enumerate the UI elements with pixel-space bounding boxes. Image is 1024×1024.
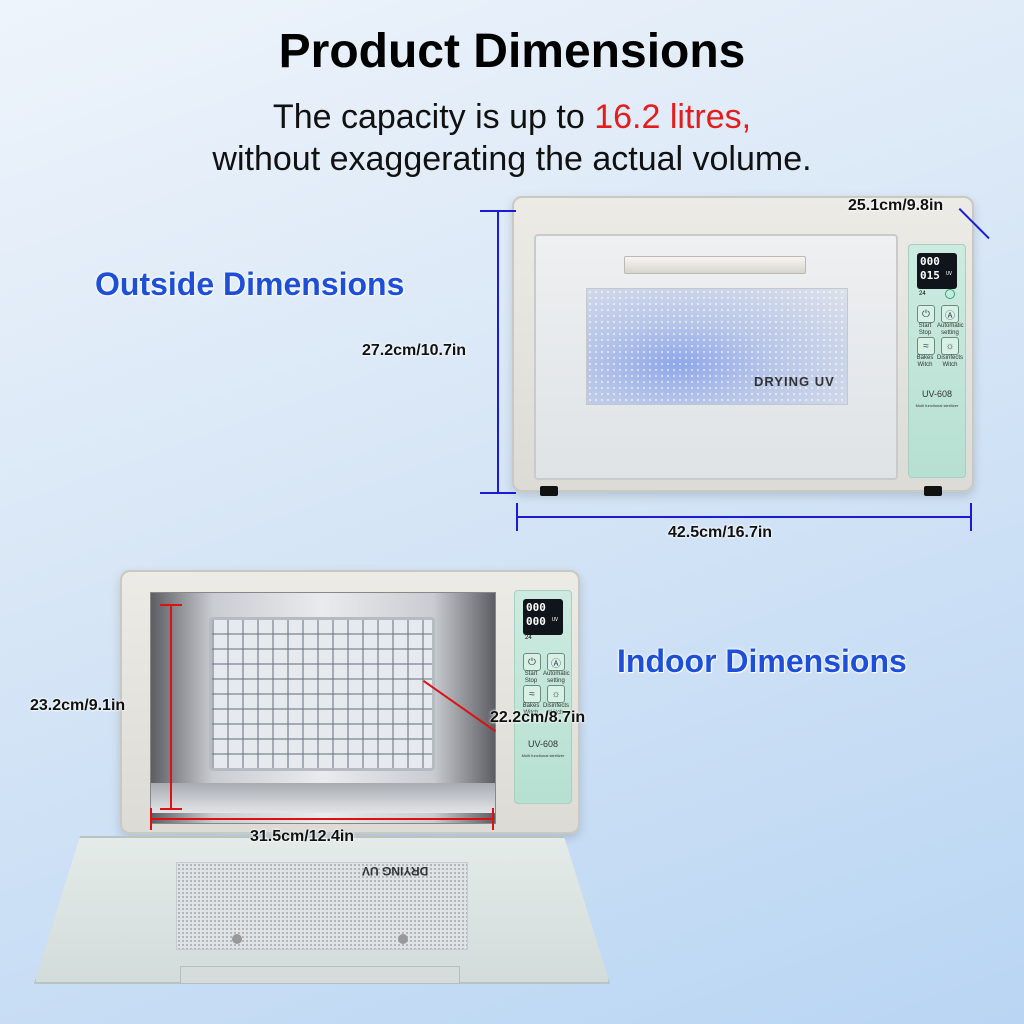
open-bake-button[interactable]: ≈: [523, 685, 541, 703]
open-display-bottom: 000: [526, 615, 546, 628]
display-small-readout: 24: [919, 291, 926, 297]
open-digital-display: 000 000 UV: [523, 599, 563, 635]
open-start-stop-label: Start Stop: [524, 671, 538, 684]
subtitle-text: The capacity is up to: [272, 98, 595, 136]
page-title: Product Dimensions: [278, 25, 746, 78]
indoor-width-label: 31.5cm/12.4in: [250, 828, 355, 845]
left-foot: [540, 486, 558, 496]
control-panel: 000 015 UV 24 ⏻ Ⓐ Start Stop Automatic s…: [908, 244, 966, 478]
door-window: [586, 288, 848, 405]
indoor-height-label: 23.2cm/9.1in: [30, 697, 126, 714]
indoor-height-tick-top: [160, 604, 182, 606]
display-top-readout: 000: [920, 255, 940, 268]
indoor-height-tick-bottom: [160, 808, 182, 810]
sun-icon: ☼: [551, 688, 561, 700]
indoor-width-line: [150, 818, 494, 820]
interior-floor: [151, 783, 495, 813]
outside-height-label: 27.2cm/10.7in: [362, 342, 467, 359]
oven-interior: [150, 592, 496, 824]
outside-dimensions-heading: Outside Dimensions: [95, 266, 405, 302]
outside-height-tick-top: [480, 210, 516, 212]
open-bake-label: Bakes Witch: [522, 703, 540, 716]
door-screw-right: [398, 934, 408, 944]
indoor-width-tick-right: [492, 808, 494, 830]
capacity-highlight: 16.2 litres,: [594, 98, 752, 136]
model-caption: Multi functional sterilizer: [915, 403, 959, 408]
model-label: UV-608: [921, 389, 953, 399]
outside-height-line: [497, 210, 499, 494]
open-model-label: UV-608: [527, 739, 559, 749]
outside-height-tick-bottom: [480, 492, 516, 494]
disinfect-label: Disinfects Witch: [937, 355, 964, 368]
open-model-caption: Multi functional sterilizer: [521, 753, 565, 758]
open-automatic-setting-button[interactable]: Ⓐ: [547, 653, 565, 671]
display-bottom-readout: 015: [920, 269, 940, 282]
outside-width-tick-right: [970, 503, 972, 531]
subtitle: The capacity is up to 16.2 litres, witho…: [0, 96, 1024, 180]
start-stop-button[interactable]: ⏻: [917, 305, 935, 323]
outside-depth-label: 25.1cm/9.8in: [848, 197, 944, 214]
start-stop-label: Start Stop: [918, 323, 932, 336]
door-brand-label-inverted: DRYING UV: [362, 864, 429, 878]
right-foot: [924, 486, 942, 496]
automatic-setting-label: Automatic setting: [937, 323, 964, 336]
door-bottom-lip: [180, 966, 460, 984]
auto-icon: Ⓐ: [551, 658, 561, 670]
disinfect-button[interactable]: ☼: [941, 337, 959, 355]
bake-label: Bakes Witch: [916, 355, 934, 368]
door-brand-label: DRYING UV: [754, 374, 835, 389]
open-door-panel: DRYING UV: [34, 836, 610, 984]
closed-oven-door: DRYING UV: [534, 234, 898, 480]
open-display-top: 000: [526, 601, 546, 614]
open-display-small: 24: [525, 635, 532, 641]
open-automatic-setting-label: Automatic setting: [543, 671, 570, 684]
automatic-setting-button[interactable]: Ⓐ: [941, 305, 959, 323]
door-handle: [624, 256, 806, 274]
indoor-depth-label: 22.2cm/8.7in: [490, 709, 586, 726]
digital-display: 000 015 UV: [917, 253, 957, 289]
door-screw-left: [232, 934, 242, 944]
indoor-dimensions-heading: Indoor Dimensions: [617, 643, 907, 679]
open-start-stop-button[interactable]: ⏻: [523, 653, 541, 671]
power-icon: ⏻: [528, 656, 536, 668]
sun-icon: ☼: [945, 340, 955, 352]
auto-icon: Ⓐ: [945, 310, 955, 322]
power-icon[interactable]: [945, 289, 955, 299]
door-mesh: [176, 862, 468, 950]
heat-icon: ≈: [923, 340, 929, 352]
bake-button[interactable]: ≈: [917, 337, 935, 355]
open-disinfect-label: Disinfects Witch: [543, 703, 570, 716]
open-disinfect-button[interactable]: ☼: [547, 685, 565, 703]
power-icon: ⏻: [922, 308, 930, 320]
open-display-unit: UV: [552, 617, 559, 623]
indoor-width-tick-left: [150, 808, 152, 830]
closed-sterilizer: DRYING UV 000 015 UV 24 ⏻ Ⓐ Start Stop A…: [512, 196, 974, 496]
subtitle-line2: without exaggerating the actual volume.: [212, 140, 812, 178]
heat-icon: ≈: [529, 688, 535, 700]
display-unit-label: UV: [946, 271, 953, 277]
wire-rack: [209, 617, 435, 771]
outside-width-line: [516, 516, 972, 518]
open-control-panel: 000 000 UV 24 ⏻ Ⓐ Start Stop Automatic s…: [514, 590, 572, 804]
outside-width-tick-left: [516, 503, 518, 531]
indoor-height-line: [170, 604, 172, 810]
outside-width-label: 42.5cm/16.7in: [668, 524, 773, 541]
